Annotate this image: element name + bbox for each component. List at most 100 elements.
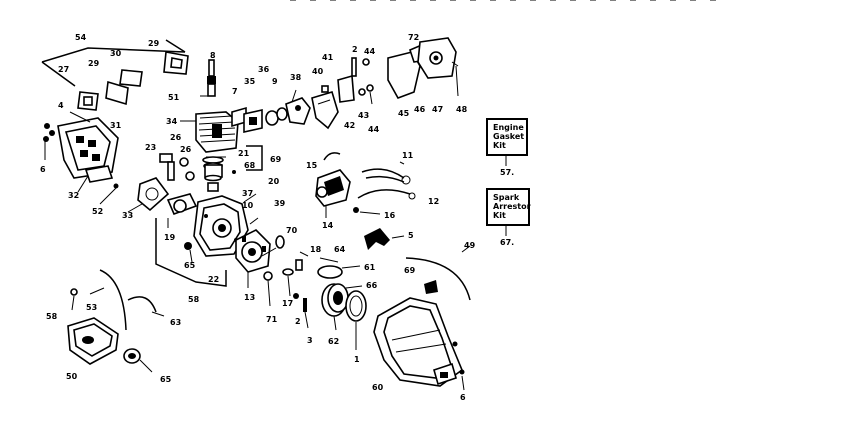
callout-34: 34 bbox=[166, 117, 178, 126]
callout-15: 15 bbox=[306, 161, 318, 170]
callout-44b: 44 bbox=[368, 125, 380, 134]
callout-66: 66 bbox=[366, 281, 378, 290]
air-filter-group bbox=[41, 39, 189, 213]
wire-12 bbox=[357, 189, 411, 199]
callout-43: 43 bbox=[358, 111, 369, 120]
pin-37 bbox=[207, 182, 219, 192]
callout-23: 23 bbox=[145, 143, 156, 152]
callout-45: 45 bbox=[398, 109, 410, 118]
callout-46: 46 bbox=[414, 105, 426, 114]
wire-49 bbox=[405, 257, 471, 301]
callout-44: 44 bbox=[364, 47, 376, 56]
callout-22: 22 bbox=[208, 275, 219, 284]
callout-6b: 6 bbox=[460, 393, 466, 402]
ignition-group bbox=[311, 37, 459, 218]
callout-10: 10 bbox=[242, 201, 254, 210]
callout-21: 21 bbox=[238, 149, 250, 158]
callout-63: 63 bbox=[170, 318, 181, 327]
callout-8: 8 bbox=[210, 51, 216, 60]
crankcase-group bbox=[155, 193, 309, 329]
callout-69b: 69 bbox=[404, 266, 416, 275]
callout-48: 48 bbox=[456, 105, 468, 114]
callout-47: 47 bbox=[432, 105, 443, 114]
part-70 bbox=[275, 235, 285, 249]
callout-39: 39 bbox=[274, 199, 286, 208]
callout-2: 2 bbox=[295, 317, 301, 326]
part-18 bbox=[295, 259, 303, 271]
callout-69: 69 bbox=[270, 155, 282, 164]
callout-29: 29 bbox=[148, 39, 160, 48]
callout-38: 38 bbox=[290, 73, 302, 82]
plate-32 bbox=[84, 165, 114, 183]
callout-49: 49 bbox=[464, 241, 476, 250]
callout-labels: 54 30 29 27 29 31 4 6 32 52 33 23 26 26 … bbox=[40, 33, 476, 402]
starter-group bbox=[317, 228, 471, 350]
callout-70: 70 bbox=[286, 226, 298, 235]
screw-3 bbox=[303, 298, 307, 312]
screw-2 bbox=[293, 293, 299, 299]
callout-16: 16 bbox=[384, 211, 396, 220]
bracket-54 bbox=[41, 47, 186, 63]
callout-64: 64 bbox=[334, 245, 346, 254]
callout-29b: 29 bbox=[88, 59, 100, 68]
rope-1 bbox=[345, 290, 367, 322]
callout-26b: 26 bbox=[180, 145, 192, 154]
callout-20: 20 bbox=[268, 177, 280, 186]
callout-2b: 2 bbox=[352, 45, 358, 54]
callout-37: 37 bbox=[242, 189, 253, 198]
callout-52: 52 bbox=[92, 207, 103, 216]
callout-60: 60 bbox=[372, 383, 384, 392]
filter-30 bbox=[119, 69, 143, 87]
callout-71: 71 bbox=[266, 315, 278, 324]
callout-62: 62 bbox=[328, 337, 339, 346]
callout-3: 3 bbox=[307, 336, 313, 345]
callout-13: 13 bbox=[244, 293, 255, 302]
bracket-69 bbox=[246, 145, 263, 171]
part-36 bbox=[276, 107, 288, 121]
screw-56 bbox=[70, 288, 78, 296]
switch-42 bbox=[337, 74, 355, 103]
engine-gasket-kit-box: Engine Gasket Kit bbox=[486, 118, 528, 156]
handle-group bbox=[67, 269, 165, 373]
callout-41: 41 bbox=[322, 53, 334, 62]
bracket-58 bbox=[155, 230, 227, 287]
callout-30: 30 bbox=[110, 49, 122, 58]
callout-12: 12 bbox=[428, 197, 439, 206]
callout-36: 36 bbox=[258, 65, 270, 74]
callout-4: 4 bbox=[58, 101, 64, 110]
callout-58b: 58 bbox=[46, 312, 58, 321]
part-69 bbox=[424, 280, 438, 294]
callout-19: 19 bbox=[164, 233, 176, 242]
callout-11: 11 bbox=[402, 151, 414, 160]
callout-6: 6 bbox=[40, 165, 46, 174]
callout-61: 61 bbox=[364, 263, 376, 272]
callout-53: 53 bbox=[86, 303, 97, 312]
callout-31: 31 bbox=[110, 121, 122, 130]
bolt-65 bbox=[184, 242, 192, 250]
engine-gasket-kit-number: 57. bbox=[500, 168, 515, 177]
ring-21 bbox=[202, 156, 224, 164]
muffler-cover-group bbox=[373, 297, 465, 391]
callout-68: 68 bbox=[244, 161, 256, 170]
spark-arrestor-kit-number: 67. bbox=[500, 238, 515, 247]
cable-53 bbox=[99, 269, 127, 331]
part-9 bbox=[265, 110, 279, 126]
gasket-33 bbox=[137, 177, 170, 212]
spark-arrestor-kit-label: Spark Arrestor Kit bbox=[493, 193, 531, 220]
callout-33: 33 bbox=[122, 211, 133, 220]
callout-5: 5 bbox=[408, 231, 414, 240]
part-23 bbox=[159, 153, 173, 163]
part-26 bbox=[167, 161, 175, 181]
wire-11 bbox=[361, 168, 405, 179]
callout-35: 35 bbox=[244, 77, 256, 86]
callout-32: 32 bbox=[68, 191, 79, 200]
screw-71 bbox=[263, 271, 273, 281]
spark-arrestor-kit-box: Spark Arrestor Kit bbox=[486, 188, 531, 226]
callout-27: 27 bbox=[58, 65, 69, 74]
bracket-40 bbox=[311, 91, 339, 130]
callout-17: 17 bbox=[282, 299, 293, 308]
callout-9: 9 bbox=[272, 77, 278, 86]
part-17 bbox=[282, 268, 294, 276]
cylinder-group bbox=[159, 59, 311, 192]
